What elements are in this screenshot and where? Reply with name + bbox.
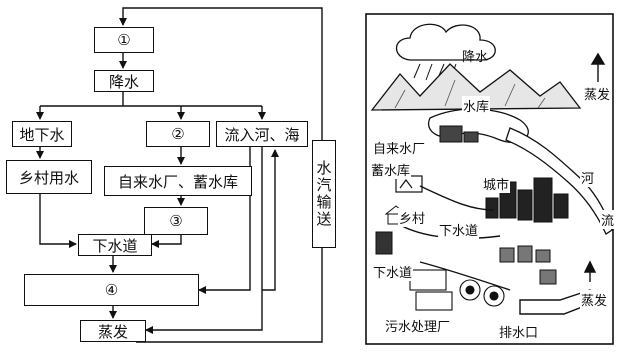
box-2: ② bbox=[146, 121, 210, 147]
label-city: 城市 bbox=[482, 174, 511, 193]
label-waterworks: 自来水厂 bbox=[372, 138, 427, 157]
label-storage-reservoir: 蓄水库 bbox=[370, 160, 412, 179]
label-rain: 降水 bbox=[462, 50, 489, 65]
box-1: ① bbox=[94, 27, 154, 53]
label-reservoir: 水库 bbox=[462, 96, 491, 115]
label-sewage-plant: 污水处理厂 bbox=[384, 316, 452, 335]
evaporation-box: 蒸发 bbox=[80, 320, 146, 342]
arrow-rural-to-sewer bbox=[39, 194, 77, 248]
evaporation-arrow-bottom bbox=[583, 260, 597, 282]
buildings-icon bbox=[499, 245, 557, 285]
box-3: ③ bbox=[144, 207, 208, 235]
sewer-box: 下水道 bbox=[78, 234, 152, 256]
label-flow: 流 bbox=[600, 210, 616, 229]
vapor-loop-line bbox=[119, 7, 323, 343]
label-outfall: 排水口 bbox=[498, 322, 540, 341]
village-icon bbox=[375, 205, 408, 255]
label-village: 乡村 bbox=[398, 208, 427, 227]
waterworks-icon bbox=[439, 125, 479, 143]
waterworks-box: 自来水厂、蓄水库 bbox=[104, 166, 252, 196]
box-4: ④ bbox=[24, 274, 199, 306]
sewage-plant-icon bbox=[409, 269, 505, 311]
arrow-box3-to-sewer bbox=[151, 235, 182, 248]
label-river: 河 bbox=[580, 168, 596, 187]
label-evaporation-top: 蒸发 bbox=[584, 88, 611, 103]
vapor-transport-box: 水汽输送 bbox=[312, 140, 336, 248]
groundwater-box: 地下水 bbox=[12, 121, 72, 147]
label-sewer-low: 下水道 bbox=[372, 262, 414, 281]
cloud-icon bbox=[395, 23, 496, 61]
label-evaporation-bottom: 蒸发 bbox=[580, 290, 609, 309]
rivers-sea-box: 流入河、海 bbox=[216, 121, 308, 147]
city-icon bbox=[485, 177, 569, 223]
label-sewer-mid: 下水道 bbox=[438, 220, 480, 239]
arrow-rivers-to-evap bbox=[145, 147, 263, 334]
precipitation-box: 降水 bbox=[94, 70, 154, 92]
arrow-box4-to-rivers bbox=[262, 149, 279, 291]
rural-water-box: 乡村用水 bbox=[6, 160, 92, 194]
mountains-icon bbox=[370, 63, 582, 111]
evaporation-arrow-top bbox=[590, 52, 606, 82]
